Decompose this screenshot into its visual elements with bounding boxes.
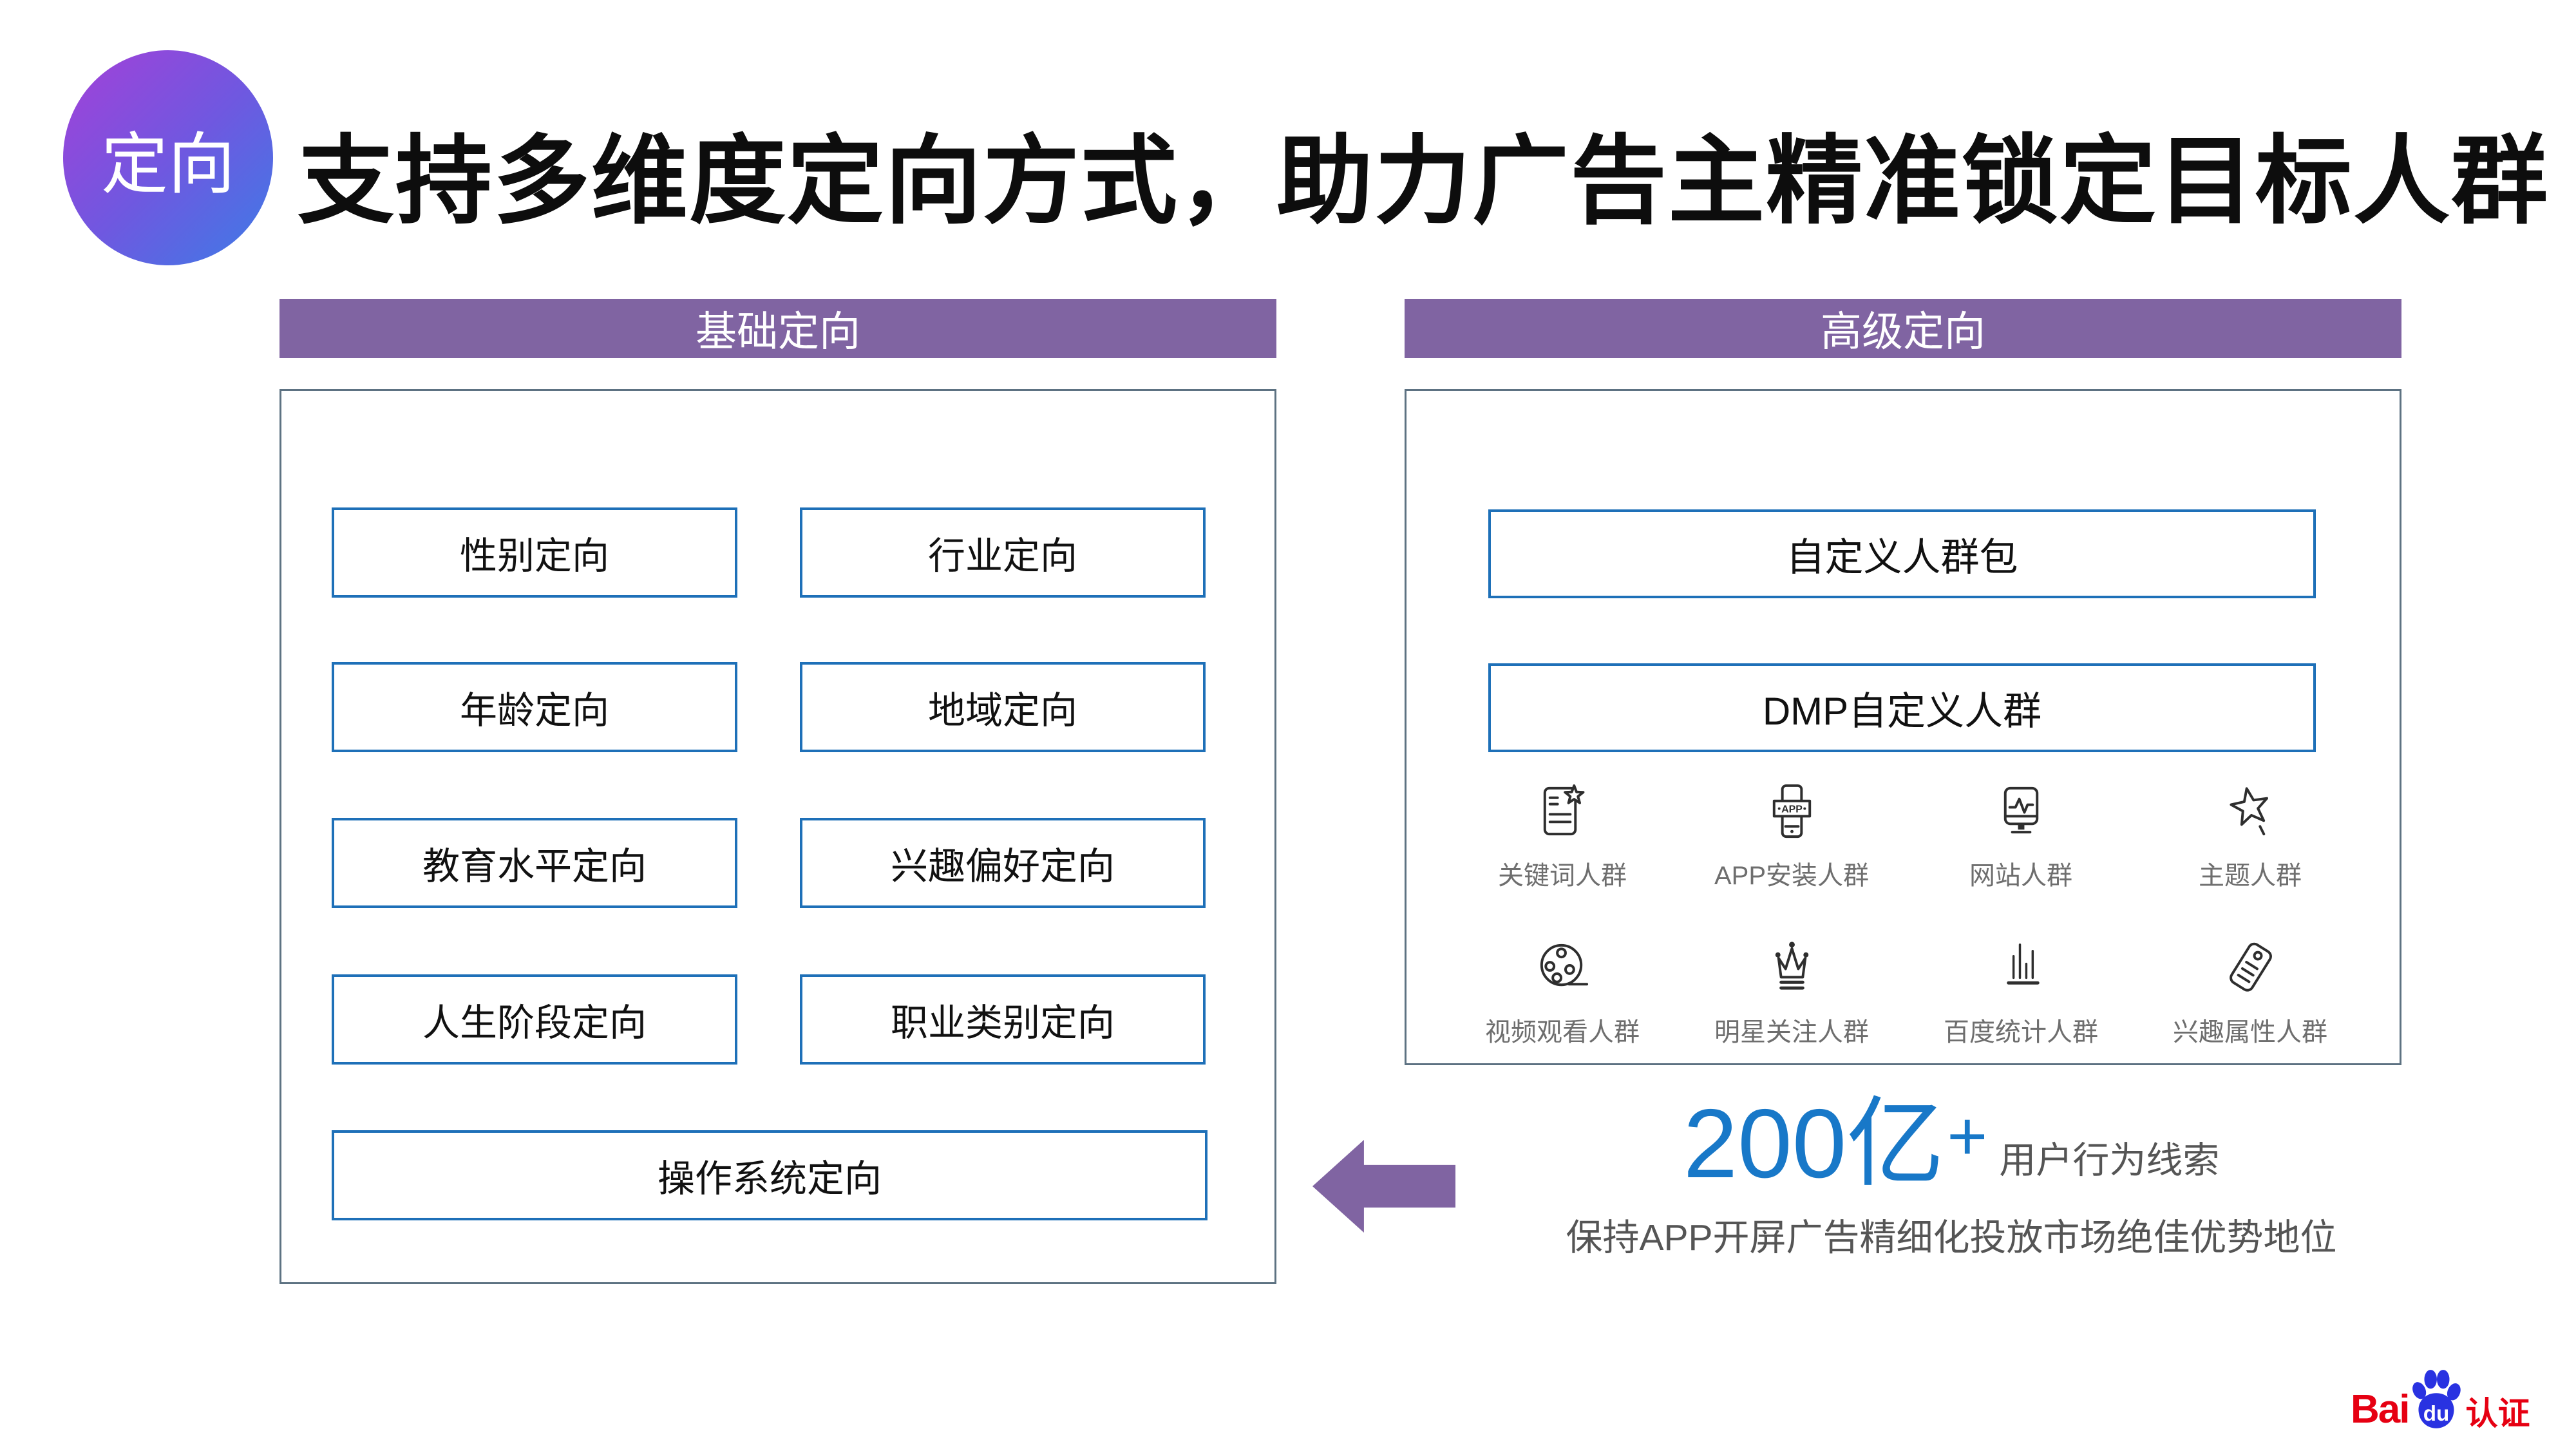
baidu-logo-bai: Bai [2351, 1387, 2410, 1432]
dmp-audience-box: DMP自定义人群 [1488, 663, 2316, 752]
callout-description: 保持APP开屏广告精细化投放市场绝佳优势地位 [1566, 1217, 2337, 1258]
targeting-box-education-label: 教育水平定向 [422, 846, 647, 887]
topic-badge-label: 定向 [100, 127, 235, 202]
audience-item-label: 关键词人群 [1498, 862, 1627, 890]
targeting-box-age-label: 年龄定向 [459, 690, 609, 732]
targeting-box-life-stage-label: 人生阶段定向 [422, 1002, 647, 1044]
targeting-box-industry-label: 行业定向 [927, 535, 1077, 577]
callout: 200亿 + 用户行为线索 保持APP开屏广告精细化投放市场绝佳优势地位 [1468, 1095, 2434, 1261]
baidu-paw-icon: du [2412, 1370, 2461, 1428]
audience-item-label: 网站人群 [1969, 862, 2072, 890]
audience-item-label: 兴趣属性人群 [2173, 1018, 2327, 1046]
audience-icon-grid: 关键词人群 APP APP安装人群 [1448, 781, 2365, 1048]
targeting-box-occupation: 职业类别定向 [800, 974, 1206, 1065]
audience-item-tongji: 百度统计人群 [1906, 937, 2136, 1048]
callout-plus: + [1947, 1097, 1988, 1175]
interest-tag-icon [2229, 942, 2272, 992]
stats-chart-icon [2006, 943, 2040, 985]
dmp-audience-box-label: DMP自定义人群 [1762, 689, 2042, 733]
website-monitor-icon [2003, 786, 2038, 834]
video-reel-icon [1540, 943, 1588, 987]
custom-audience-box-label: 自定义人群包 [1786, 535, 2018, 579]
page-title: 支持多维度定向方式，助力广告主精准锁定目标人群 [298, 127, 2550, 235]
targeting-box-interest-label: 兴趣偏好定向 [890, 846, 1115, 887]
targeting-box-industry: 行业定向 [800, 507, 1206, 598]
basic-targeting-panel: 性别定向 行业定向 年龄定向 地域定向 教育水平定向 兴趣偏好定向 人生阶段定向… [279, 389, 1276, 1284]
targeting-box-occupation-label: 职业类别定向 [890, 1002, 1115, 1044]
audience-item-website: 网站人群 [1906, 781, 2136, 892]
targeting-box-gender-label: 性别定向 [459, 535, 609, 577]
crown-icon [1775, 942, 1808, 990]
callout-suffix: 用户行为线索 [1999, 1140, 2220, 1181]
targeting-box-age: 年龄定向 [332, 662, 737, 752]
baidu-logo-renzheng: 认证 [2465, 1396, 2530, 1432]
targeting-box-region-label: 地域定向 [927, 690, 1077, 732]
basic-section-header-label: 基础定向 [696, 308, 860, 355]
targeting-box-education: 教育水平定向 [332, 818, 737, 908]
topic-star-icon [2229, 787, 2268, 836]
targeting-box-region: 地域定向 [800, 662, 1206, 752]
baidu-logo: Bai du 认证 [2351, 1365, 2530, 1430]
audience-item-label: 主题人群 [2199, 862, 2302, 890]
audience-item-label: APP安装人群 [1714, 862, 1870, 890]
audience-item-topic: 主题人群 [2136, 781, 2365, 892]
targeting-box-life-stage: 人生阶段定向 [332, 974, 737, 1065]
audience-item-keyword: 关键词人群 [1448, 781, 1677, 892]
audience-item-app-install: APP APP安装人群 [1677, 781, 1906, 892]
audience-item-video: 视频观看人群 [1448, 937, 1677, 1048]
audience-item-celebrity: 明星关注人群 [1677, 937, 1906, 1048]
baidu-logo-du: du [2423, 1402, 2450, 1426]
custom-audience-box: 自定义人群包 [1488, 509, 2316, 598]
targeting-box-os-label: 操作系统定向 [657, 1158, 882, 1200]
app-icon-text: APP [1781, 804, 1803, 815]
callout-line1: 200亿 + 用户行为线索 [1468, 1095, 2434, 1193]
targeting-box-os: 操作系统定向 [332, 1130, 1208, 1220]
targeting-box-interest: 兴趣偏好定向 [800, 818, 1206, 908]
audience-item-label: 明星关注人群 [1714, 1018, 1869, 1046]
topic-badge: 定向 [63, 50, 273, 265]
advanced-section-header-label: 高级定向 [1821, 308, 1985, 355]
callout-number: 200亿 [1683, 1089, 1945, 1198]
keyword-doc-icon [1543, 784, 1584, 836]
audience-item-interest-attr: 兴趣属性人群 [2136, 937, 2365, 1048]
audience-item-label: 视频观看人群 [1485, 1018, 1640, 1046]
advanced-section-header: 高级定向 [1405, 299, 2401, 358]
audience-item-label: 百度统计人群 [1944, 1018, 2098, 1046]
app-install-icon: APP [1772, 784, 1811, 838]
left-block-arrow-icon [1312, 1140, 1455, 1233]
basic-section-header: 基础定向 [279, 299, 1276, 358]
advanced-targeting-panel: 自定义人群包 DMP自定义人群 关键词人群 [1405, 389, 2401, 1065]
targeting-box-gender: 性别定向 [332, 507, 737, 598]
